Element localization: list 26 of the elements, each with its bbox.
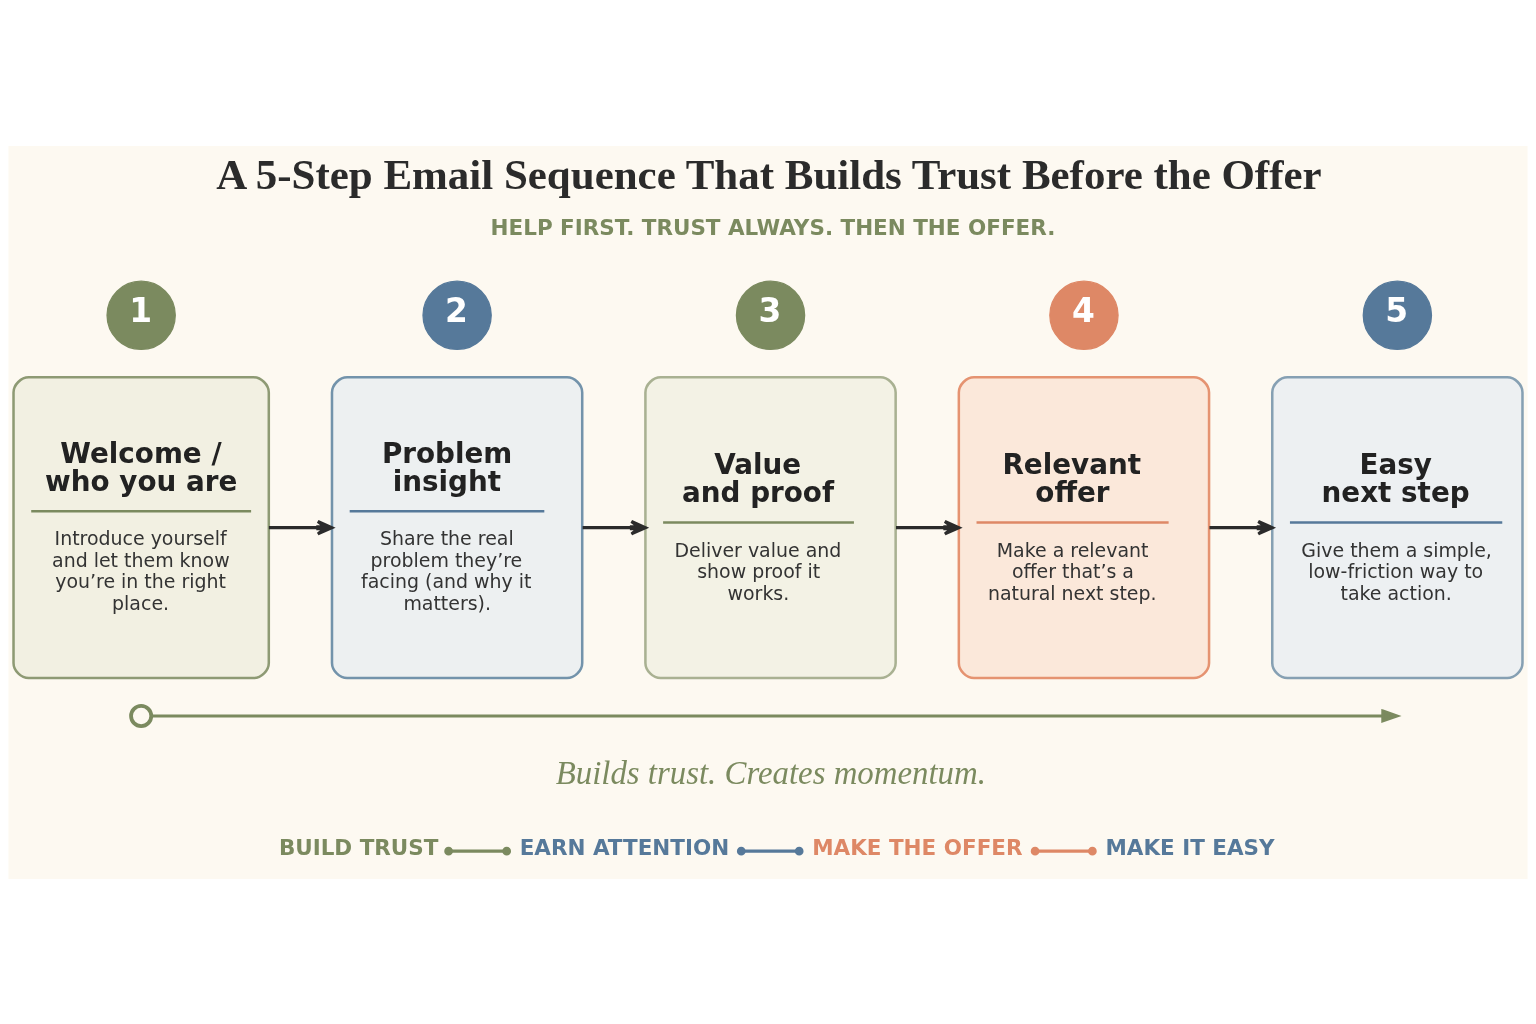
- node-circle: 3: [735, 280, 806, 350]
- node-text: EARN ATTENTION: [519, 834, 730, 860]
- label: HELP FIRST. TRUST ALWAYS. THEN THE OFFER.: [490, 214, 1056, 240]
- node-circle: 2: [422, 280, 492, 350]
- node-box: Relevant offer Make a relevant offer that’s a natural next step.: [957, 375, 1211, 679]
- arrow: [268, 519, 334, 535]
- node-box: Easy next step Give them a simple, low-friction way to take action.: [1271, 375, 1524, 679]
- connector: [444, 846, 512, 856]
- node-text: MAKE IT EASY: [1105, 834, 1275, 860]
- node-box: Problem insight Share the real problem they’re facing (and why it matters).: [330, 375, 584, 679]
- node-circle: [129, 703, 154, 728]
- node-circle: 1: [106, 280, 176, 350]
- arrow: [151, 708, 1402, 723]
- arrow: [896, 519, 961, 535]
- connector: [1030, 846, 1097, 856]
- arrow: [1209, 519, 1274, 535]
- node-box: Welcome / who you are Introduce yourself and let them know you’re in the right place.: [12, 375, 271, 679]
- arrow: [582, 519, 647, 535]
- node-text: MAKE THE OFFER: [812, 834, 1023, 860]
- node-text: BUILD TRUST: [278, 834, 439, 860]
- connector: [736, 846, 804, 856]
- label: Builds trust. Creates momentum.: [555, 754, 986, 791]
- diagram-title: A 5-Step Email Sequence That Builds Trust Before the Offer: [216, 150, 1322, 198]
- node-box: Value and proof Deliver value and show proof it works.: [644, 375, 897, 679]
- node-circle: 4: [1049, 280, 1119, 350]
- node-circle: 5: [1362, 280, 1433, 350]
